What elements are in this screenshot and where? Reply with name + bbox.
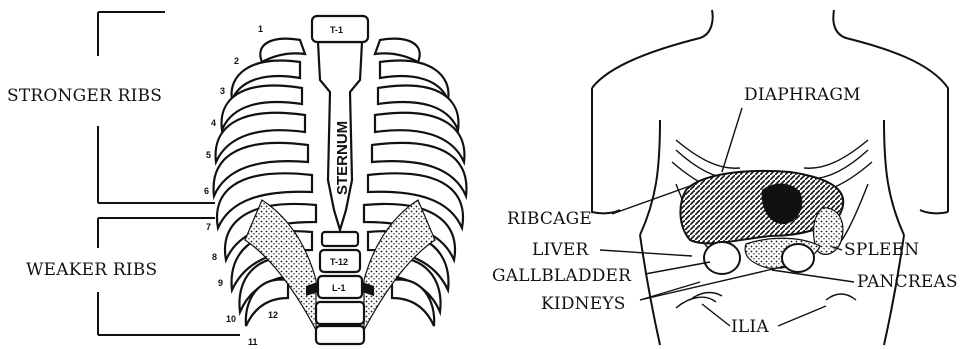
rib-number-5: 5	[206, 150, 211, 160]
stronger-ribs-bracket	[98, 12, 215, 203]
vertebra-l1-label: L-1	[332, 283, 346, 293]
rib-cage: STERNUM T-1 T-12 L-1	[214, 16, 467, 344]
kidneys-label: KIDNEYS	[541, 294, 626, 314]
spleen-label: SPLEEN	[844, 240, 919, 260]
pancreas-leader	[772, 270, 854, 282]
rib-number-6: 6	[204, 186, 209, 196]
gallbladder-leader	[645, 262, 710, 274]
kidney-shape	[782, 244, 814, 272]
pancreas-label: PANCREAS	[857, 272, 958, 292]
left-ilium	[676, 297, 716, 308]
rib-number-2: 2	[234, 56, 239, 66]
sternum: STERNUM	[318, 42, 362, 230]
weaker-ribs-label: WEAKER RIBS	[26, 260, 157, 280]
diaphragm-label: DIAPHRAGM	[744, 85, 861, 105]
rib-number-9: 9	[218, 278, 223, 288]
vertebra-t12-label: T-12	[330, 257, 348, 267]
ilia-label: ILIA	[731, 317, 769, 337]
rib-number-1: 1	[258, 24, 263, 34]
diaphragm-leader	[722, 108, 742, 172]
liver-label: LIVER	[532, 240, 589, 260]
ribcage-label: RIBCAGE	[507, 209, 592, 229]
rib-number-4: 4	[211, 118, 216, 128]
gallbladder-shape	[704, 242, 740, 274]
gallbladder-label: GALLBLADDER	[492, 266, 632, 286]
ribcage-leader	[612, 186, 690, 214]
ilia-leader-left	[702, 304, 730, 326]
liver-leader	[600, 250, 692, 256]
rib-number-8: 8	[212, 252, 217, 262]
vertebra-t1-label: T-1	[330, 25, 343, 35]
rib-number-11: 11	[248, 337, 258, 347]
stronger-ribs-label: STRONGER RIBS	[7, 86, 162, 106]
right-ilium	[826, 294, 856, 300]
rib-number-3: 3	[220, 86, 225, 96]
ilia-leader-right	[778, 306, 826, 326]
rib-number-7: 7	[206, 222, 211, 232]
sternum-label: STERNUM	[334, 121, 351, 195]
rib-number-12: 12	[268, 310, 278, 320]
rib-number-10: 10	[226, 314, 236, 324]
organs	[676, 171, 856, 308]
